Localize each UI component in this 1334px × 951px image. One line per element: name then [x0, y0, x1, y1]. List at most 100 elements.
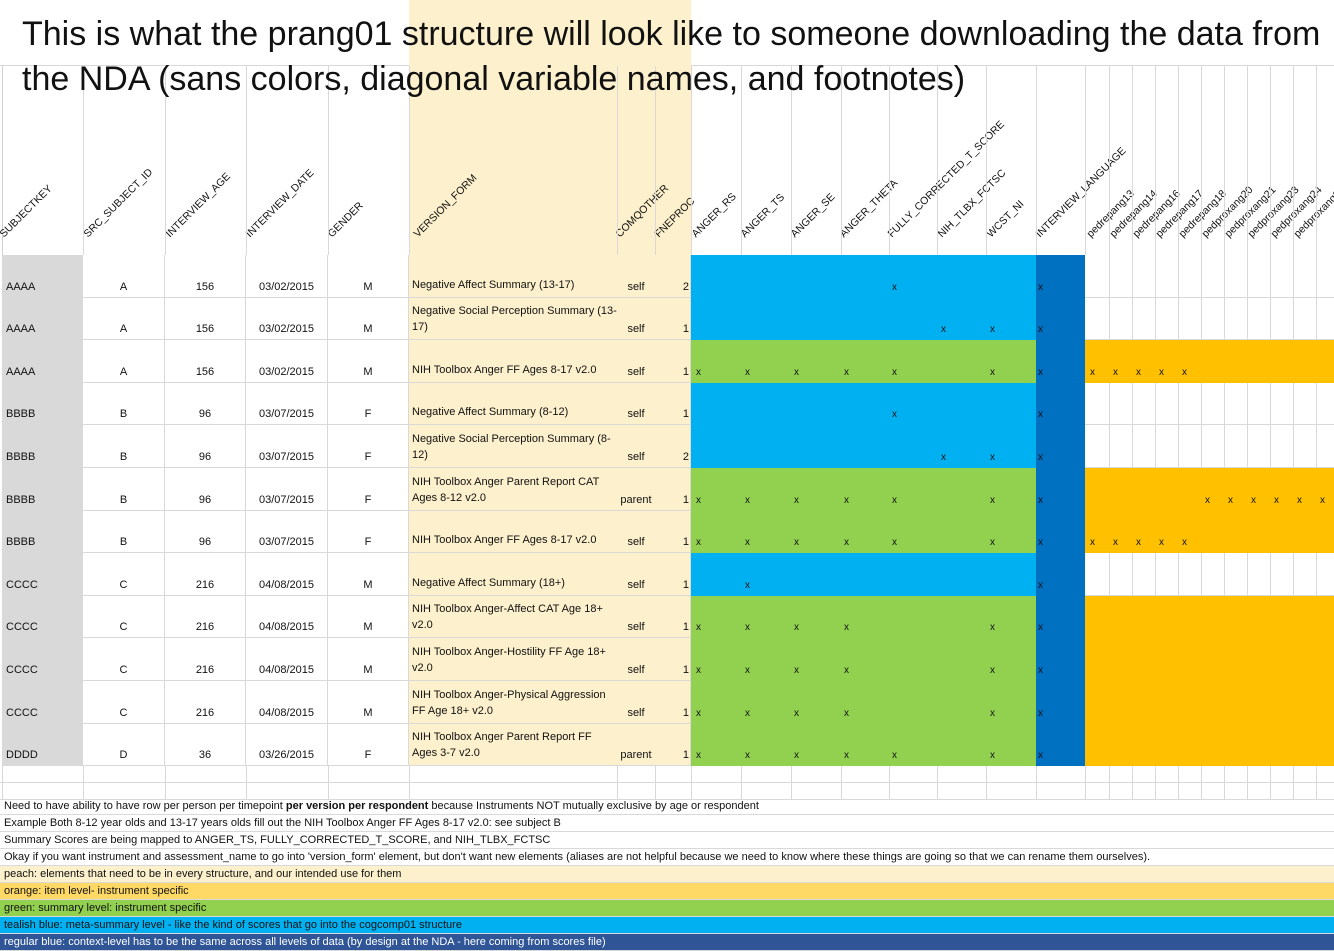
cell-gender: M [328, 638, 409, 681]
column-divider [1132, 66, 1133, 255]
cell-comqother: self [617, 382, 655, 426]
language-mark: x [1038, 494, 1043, 506]
score-mark: x [990, 707, 995, 719]
summary-band [691, 595, 1036, 639]
score-mark: x [990, 324, 995, 336]
item-mark: x [1251, 494, 1256, 506]
legend-blue: regular blue: context-level has to be th… [0, 934, 1334, 951]
header-anger-ts: ANGER_TS [738, 191, 788, 240]
score-mark: x [844, 494, 849, 506]
item-mark: x [1090, 366, 1095, 378]
score-mark: x [892, 750, 897, 762]
cell-fneproc: 1 [655, 468, 691, 511]
column-divider [165, 66, 166, 255]
cell-gender: F [328, 468, 409, 511]
column-divider [655, 66, 656, 255]
cell-src-subject-id: D [83, 723, 165, 767]
summary-band [691, 468, 1036, 511]
score-mark: x [794, 664, 799, 676]
empty-item-band [1085, 382, 1334, 426]
note-1-rest: because Instruments NOT mutually exclusi… [428, 800, 759, 812]
item-mark: x [1159, 537, 1164, 549]
cell-version-form: Negative Social Perception Summary (13-1… [409, 297, 617, 341]
cell-version-form: NIH Toolbox Anger FF Ages 8-17 v2.0 [409, 340, 617, 383]
cell-interview-date: 04/08/2015 [246, 595, 328, 639]
score-mark: x [990, 494, 995, 506]
score-mark: x [745, 579, 750, 591]
cell-version-form: NIH Toolbox Anger-Hostility FF Age 18+ v… [409, 638, 617, 681]
score-mark: x [844, 750, 849, 762]
cell-interview-age: 156 [165, 297, 246, 341]
cell-gender: M [328, 297, 409, 341]
column-divider [409, 66, 410, 255]
item-mark: x [1159, 366, 1164, 378]
column-divider [889, 66, 890, 255]
item-level-band [1085, 340, 1334, 383]
language-mark: x [1038, 664, 1043, 676]
legend-green: green: summary level: instrument specifi… [0, 900, 1334, 917]
score-mark: x [794, 366, 799, 378]
cell-subjectkey: CCCC [2, 681, 83, 724]
cell-fneproc: 1 [655, 297, 691, 341]
cell-subjectkey: BBBB [2, 468, 83, 511]
cell-comqother: self [617, 425, 655, 468]
cell-src-subject-id: B [83, 468, 165, 511]
item-level-band [1085, 510, 1334, 554]
column-divider [1201, 66, 1202, 255]
header-src-subject-id: SRC_SUBJECT_ID [81, 166, 156, 240]
score-mark: x [696, 750, 701, 762]
cell-subjectkey: BBBB [2, 382, 83, 426]
cell-src-subject-id: A [83, 340, 165, 383]
score-mark: x [794, 750, 799, 762]
language-mark: x [1038, 537, 1043, 549]
legend-teal: tealish blue: meta-summary level - like … [0, 917, 1334, 934]
language-mark: x [1038, 281, 1043, 293]
cell-subjectkey: AAAA [2, 340, 83, 383]
cell-comqother: parent [617, 723, 655, 767]
cell-comqother: self [617, 553, 655, 596]
cell-comqother: parent [617, 468, 655, 511]
cell-version-form: NIH Toolbox Anger-Affect CAT Age 18+ v2.… [409, 595, 617, 639]
column-divider [937, 66, 938, 255]
score-mark: x [990, 537, 995, 549]
cell-subjectkey: CCCC [2, 553, 83, 596]
header-gender: GENDER [325, 199, 366, 240]
score-mark: x [990, 750, 995, 762]
score-mark: x [794, 494, 799, 506]
column-divider [791, 66, 792, 255]
context-band [1036, 723, 1085, 767]
score-mark: x [794, 622, 799, 634]
cell-src-subject-id: A [83, 255, 165, 298]
score-mark: x [844, 366, 849, 378]
cell-interview-date: 03/07/2015 [246, 382, 328, 426]
column-divider [1224, 66, 1225, 255]
item-mark: x [1274, 494, 1279, 506]
cell-gender: F [328, 723, 409, 767]
cell-src-subject-id: A [83, 297, 165, 341]
score-mark: x [696, 707, 701, 719]
cell-interview-age: 156 [165, 340, 246, 383]
cell-comqother: self [617, 510, 655, 554]
cell-version-form: Negative Affect Summary (18+) [409, 553, 617, 596]
cell-interview-date: 03/02/2015 [246, 297, 328, 341]
column-divider [1270, 66, 1271, 255]
item-mark: x [1228, 494, 1233, 506]
cell-interview-age: 216 [165, 638, 246, 681]
column-divider [1247, 66, 1248, 255]
cell-gender: F [328, 382, 409, 426]
column-divider [1036, 66, 1037, 255]
cell-interview-date: 03/26/2015 [246, 723, 328, 767]
cell-fneproc: 1 [655, 510, 691, 554]
item-mark: x [1182, 366, 1187, 378]
column-divider [741, 66, 742, 255]
cell-fneproc: 1 [655, 681, 691, 724]
note-2: Example Both 8-12 year olds and 13-17 ye… [0, 815, 1334, 832]
column-divider [1316, 66, 1317, 255]
score-mark: x [892, 281, 897, 293]
item-mark: x [1182, 537, 1187, 549]
left-border [2, 65, 3, 255]
